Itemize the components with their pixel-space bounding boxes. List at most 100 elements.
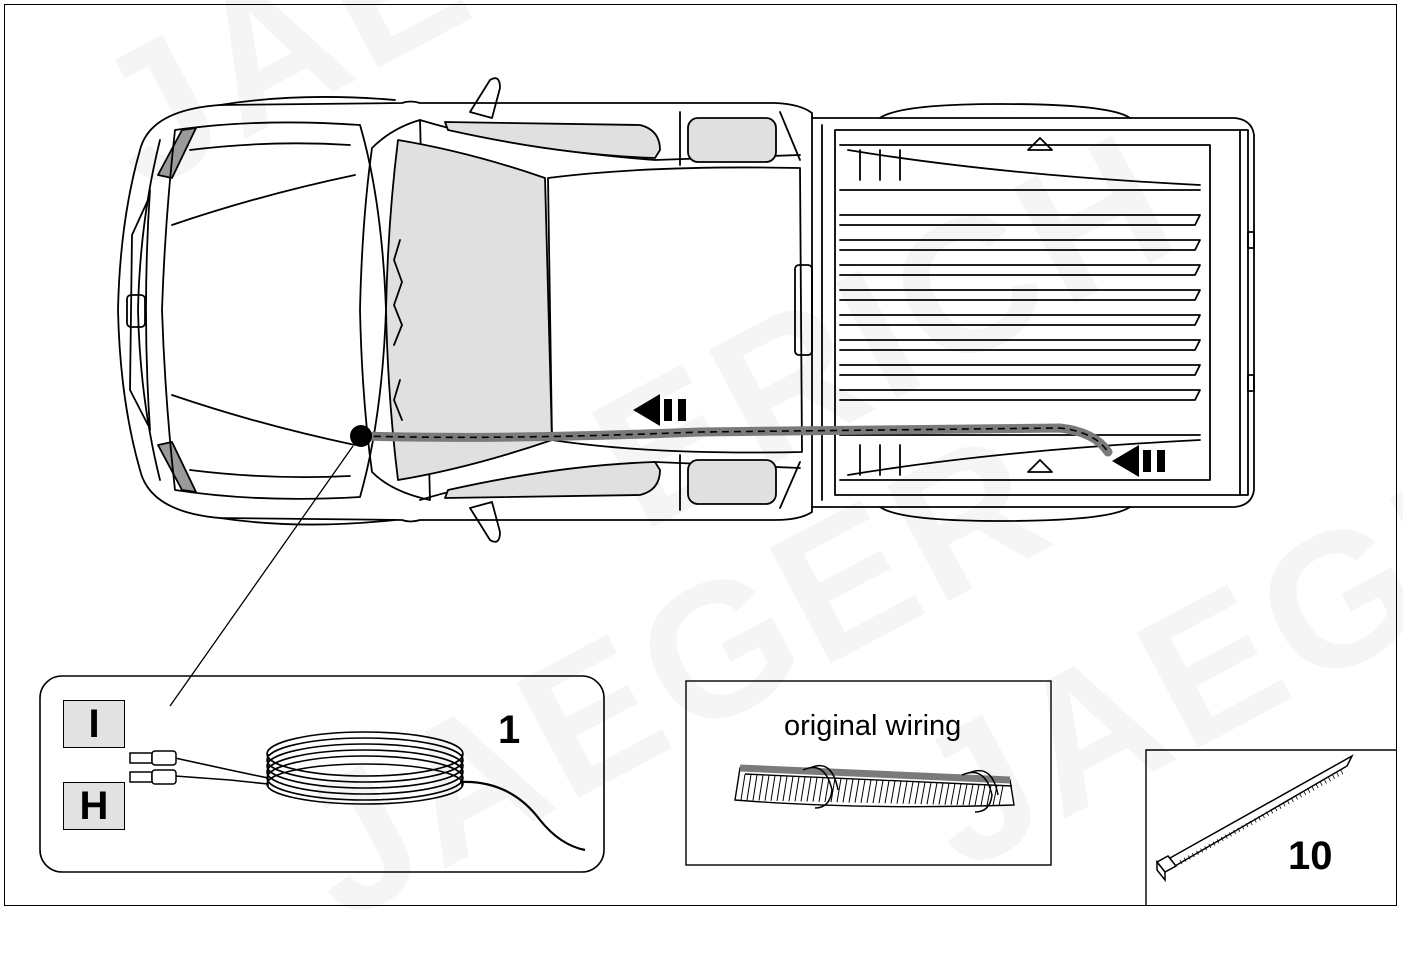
harness-part-number: 1 <box>498 708 521 752</box>
tie-tooth <box>1299 793 1302 798</box>
installation-diagram: JAEGER ERICH JAEGER JAEGER <box>4 4 1397 906</box>
tie-tooth <box>1303 790 1307 796</box>
tube-rib <box>968 784 974 806</box>
tube-rib <box>794 776 800 802</box>
tie-tooth <box>1253 818 1257 823</box>
rear-lower-wheel <box>879 506 1131 522</box>
tube-rib <box>872 780 878 804</box>
tube-rib <box>770 775 776 801</box>
right-headlight <box>157 441 197 493</box>
tube-rib <box>926 782 932 805</box>
rear-upper-wheel <box>879 103 1131 119</box>
connector-label-h: H <box>63 782 125 830</box>
tie-tooth <box>1233 829 1236 835</box>
tube-rib <box>956 783 962 806</box>
tube-rib <box>920 782 926 805</box>
tube-rib <box>758 774 764 801</box>
tie-tooth <box>1204 846 1208 851</box>
tube-rib <box>908 781 914 804</box>
tie-tooth <box>1274 806 1278 812</box>
tie-tooth <box>1336 772 1340 777</box>
leader-line <box>169 445 354 707</box>
upper-mirror <box>469 77 501 119</box>
direction-arrow <box>633 394 686 426</box>
cable-tie-callout <box>1145 749 1397 906</box>
tube-rib <box>866 779 872 803</box>
cable-tail <box>459 780 586 852</box>
tube-rib <box>878 780 884 804</box>
tube-rib <box>842 778 848 803</box>
tie-tooth <box>1295 795 1298 800</box>
pickup-truck-top-view <box>39 77 1397 906</box>
tie-tooth <box>1249 820 1253 826</box>
tie-tooth <box>1258 816 1261 821</box>
tube-rib <box>752 774 758 801</box>
bed-rib <box>839 389 1201 401</box>
tube-rib <box>902 781 908 804</box>
truck-body-outline <box>117 100 1255 523</box>
tie-down <box>1027 459 1053 473</box>
tube-rib <box>812 777 818 802</box>
tie-tooth <box>1187 855 1191 860</box>
direction-arrow <box>1112 445 1165 477</box>
tie-tooth <box>1196 850 1199 855</box>
tube-rib <box>896 781 902 804</box>
tie-tooth <box>1245 823 1249 828</box>
tube-rib <box>764 775 770 801</box>
tube-rib <box>950 783 956 805</box>
tie-tooth <box>1192 852 1195 858</box>
spade-connector <box>129 750 177 785</box>
left-headlight <box>157 127 197 179</box>
tube-rib <box>848 778 854 803</box>
tie-tooth <box>1208 843 1212 849</box>
outer-frame <box>4 4 1397 906</box>
tube-rib <box>818 777 824 802</box>
bed-rib <box>839 289 1201 301</box>
tube-rib <box>782 776 788 802</box>
tie-tooth <box>1216 839 1220 844</box>
bed-rib <box>839 339 1201 351</box>
tube-rib <box>890 780 896 804</box>
front-lower-wheel <box>219 517 396 526</box>
tie-tooth <box>1241 825 1245 830</box>
lower-rear-window <box>687 459 777 505</box>
tie-tooth <box>1278 804 1282 809</box>
tube-rib <box>836 778 842 803</box>
tie-tooth <box>1179 859 1183 865</box>
tie-down <box>1027 137 1053 151</box>
tube-rib <box>800 776 806 802</box>
tie-tooth <box>1332 774 1335 780</box>
tie-tooth <box>1340 770 1344 775</box>
tube-rib <box>914 781 920 805</box>
tie-tooth <box>1237 827 1241 832</box>
tube-rib <box>854 779 860 803</box>
connection-point <box>350 425 372 447</box>
original-wiring-caption: original wiring <box>784 710 962 742</box>
original-wiring-callout <box>685 680 1052 866</box>
tie-tooth <box>1282 802 1286 807</box>
tie-tooth <box>1262 813 1265 819</box>
cable-route-dashes <box>361 427 1109 453</box>
tie-tooth <box>1319 781 1323 786</box>
grille <box>129 199 149 426</box>
connector-label-i: I <box>63 700 125 748</box>
tube-rib <box>860 779 866 803</box>
tube-rib <box>962 783 968 806</box>
tie-tooth <box>1286 800 1290 805</box>
tie-tooth <box>1324 779 1327 784</box>
roof <box>547 166 803 454</box>
upper-rear-window <box>687 117 777 163</box>
tie-tooth <box>1212 841 1216 846</box>
tube-rib <box>974 784 980 806</box>
tie-tooth <box>1311 786 1315 791</box>
tie-tooth <box>1183 857 1187 862</box>
tube-rib <box>980 784 986 806</box>
tie-tooth <box>1328 777 1331 782</box>
bed-rib <box>839 239 1201 251</box>
bed-rib <box>839 214 1201 226</box>
harness-callout <box>39 675 605 873</box>
tie-tooth <box>1307 788 1311 793</box>
cable-tie-part-number: 10 <box>1288 834 1333 878</box>
tie-tooth <box>1315 783 1319 789</box>
tube-rib <box>830 778 836 803</box>
